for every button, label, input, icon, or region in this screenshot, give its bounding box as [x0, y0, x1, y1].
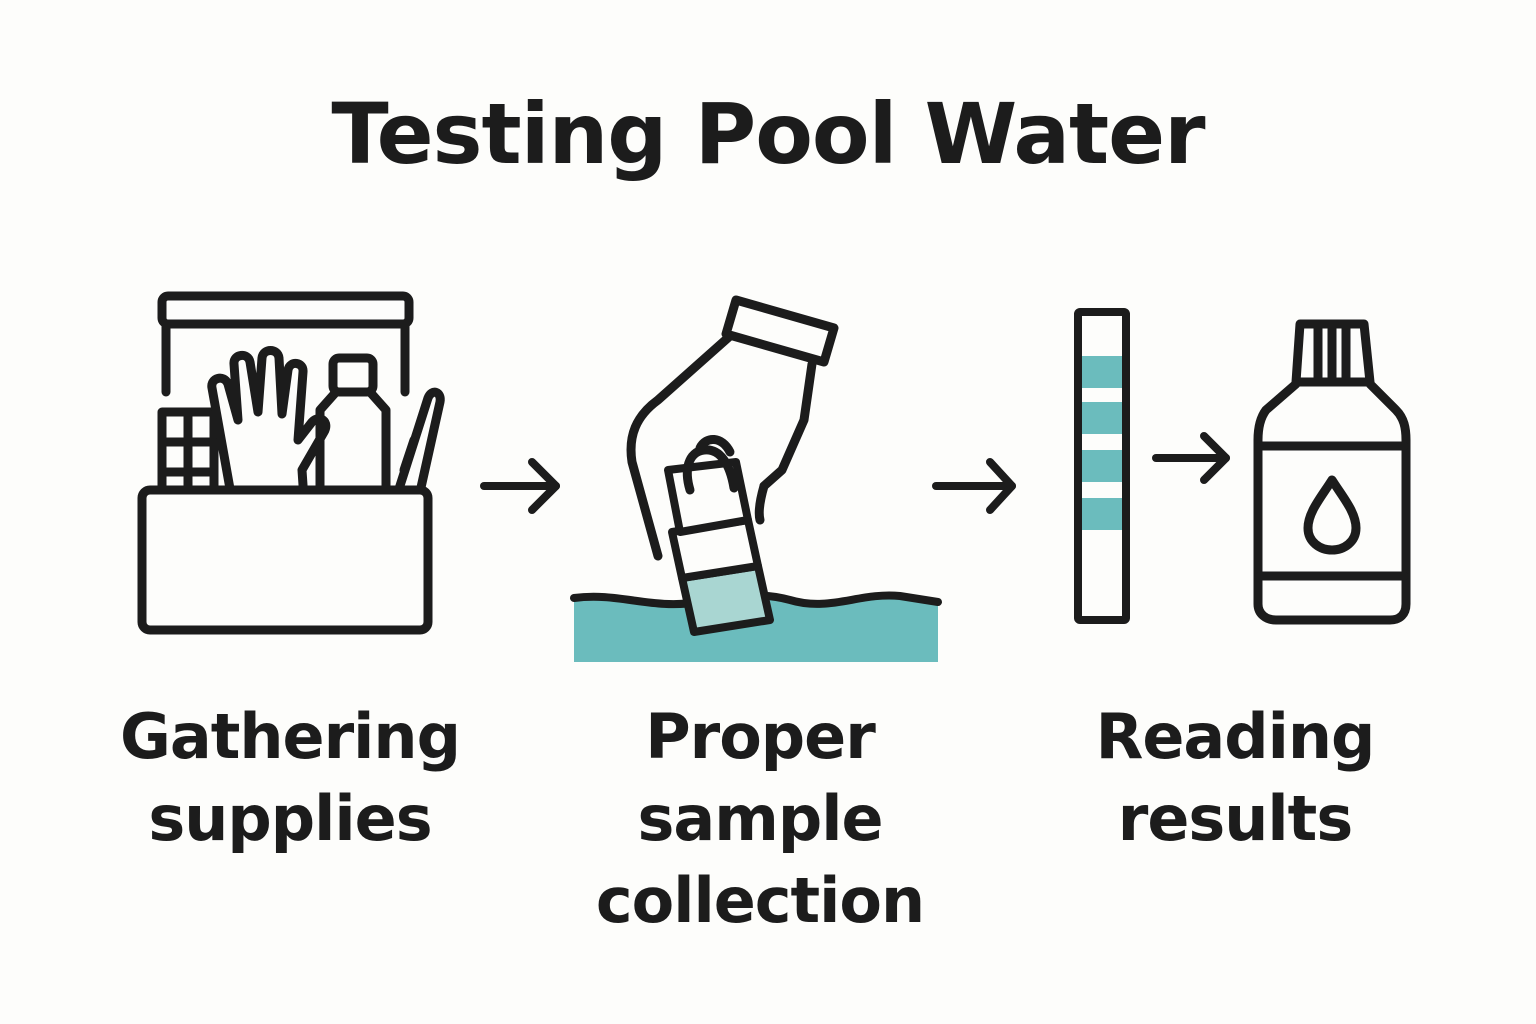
test-strip-icon	[1074, 308, 1130, 624]
box-body	[137, 485, 433, 635]
arrow-right-icon	[932, 458, 1016, 514]
step-label-gathering-supplies: Gathering supplies	[120, 700, 461, 855]
water-drop-icon	[1303, 475, 1361, 555]
step-label-proper-sample-collection: Proper sample collection	[595, 700, 925, 937]
small-bottle-icon	[315, 353, 391, 505]
supply-box-icon	[137, 291, 445, 635]
arrow-right-icon	[480, 458, 560, 514]
step-label-reading-results: Reading results	[1095, 700, 1376, 855]
reagent-bottle-icon	[1253, 319, 1411, 625]
arrow-right-icon	[1152, 432, 1230, 484]
hand-icon	[626, 295, 839, 561]
glove-icon	[207, 346, 331, 505]
tongs-icon	[393, 387, 445, 497]
box-lid	[157, 291, 414, 397]
diagram-title: Testing Pool Water	[331, 85, 1205, 183]
hand-dipping-vial-icon	[570, 295, 942, 662]
